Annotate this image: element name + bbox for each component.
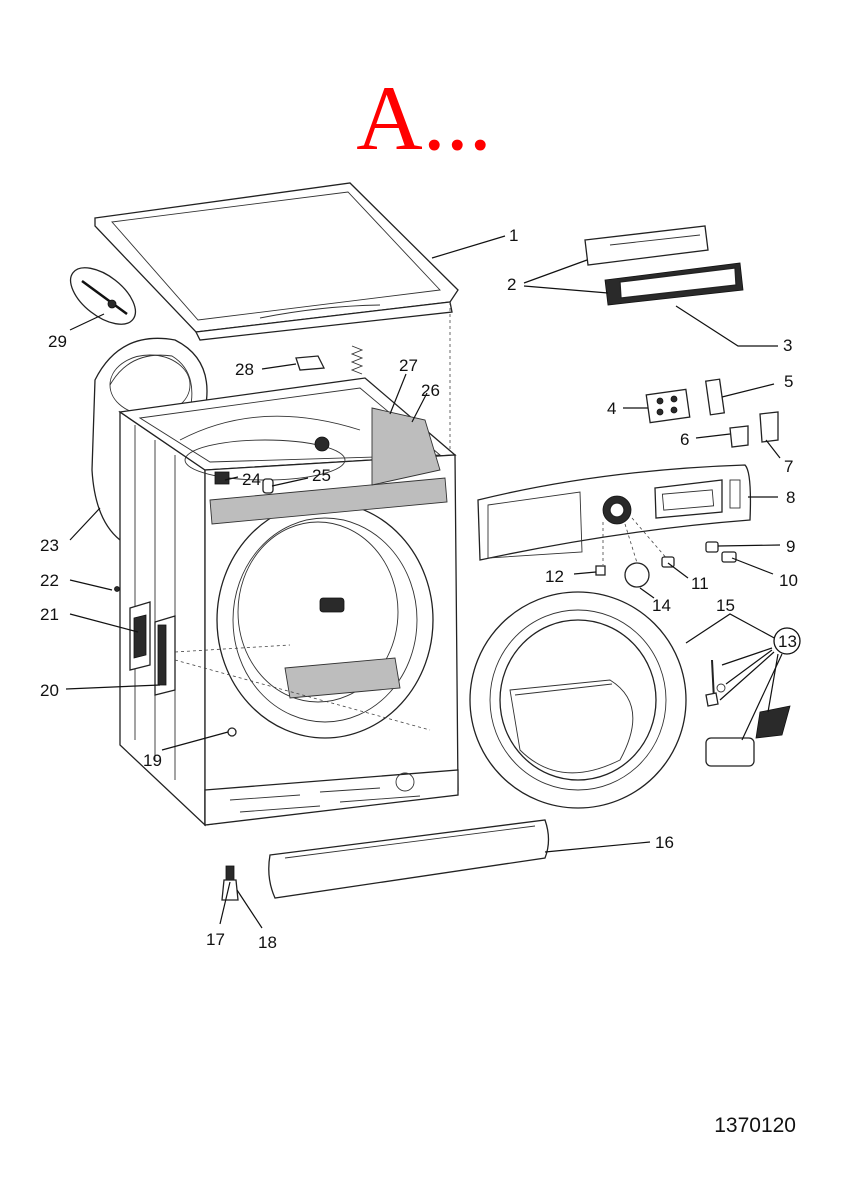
callout-28: 28 (235, 360, 254, 379)
shock-absorber-part (69, 267, 137, 325)
callout-7: 7 (784, 457, 793, 476)
callout-25: 25 (312, 466, 331, 485)
callout-13-circle (773, 627, 801, 655)
callout-17: 17 (206, 930, 225, 949)
callout-13: 13 (778, 632, 797, 651)
button-block-5-part (704, 378, 726, 416)
callout-14: 14 (652, 596, 671, 615)
adjustable-foot-part (221, 865, 239, 901)
clip-6-part (729, 425, 749, 448)
callout-labels: 1 2 3 4 5 6 7 8 9 10 11 12 13 14 15 16 1… (40, 226, 798, 952)
callout-4: 4 (607, 399, 616, 418)
callout-24: 24 (242, 470, 261, 489)
callout-21: 21 (40, 605, 59, 624)
callout-1: 1 (509, 226, 518, 245)
button-11-part (661, 556, 675, 568)
callout-16: 16 (655, 833, 674, 852)
document-number: 1370120 (714, 1114, 796, 1137)
screw-19-part (227, 727, 237, 737)
button-10-part (721, 551, 737, 563)
callout-8: 8 (786, 488, 795, 507)
spring-part (350, 345, 364, 375)
callout-5: 5 (784, 372, 793, 391)
door-handle-kit-part (705, 659, 791, 767)
callout-20: 20 (40, 681, 59, 700)
bracket-28-part (295, 355, 326, 371)
callout-23: 23 (40, 536, 59, 555)
callout-22: 22 (40, 571, 59, 590)
callout-29: 29 (48, 332, 67, 351)
diagram-title: A... (356, 67, 492, 169)
cabinet-body (118, 377, 459, 827)
button-9-part (705, 541, 719, 553)
clip-7-part (759, 411, 779, 443)
callout-6: 6 (680, 430, 689, 449)
top-lid-part (94, 182, 459, 341)
door-assembly-part (469, 591, 687, 809)
callout-12: 12 (545, 567, 564, 586)
leader-lines (65, 235, 783, 929)
callout-27: 27 (399, 356, 418, 375)
callout-26: 26 (421, 381, 440, 400)
control-fascia-part (477, 464, 752, 561)
plinth-part (268, 819, 550, 899)
callout-11: 11 (691, 574, 709, 593)
control-board-part (584, 225, 744, 306)
callout-9: 9 (786, 537, 795, 556)
callout-10: 10 (779, 571, 798, 590)
screw-22-part (114, 586, 120, 592)
callout-3: 3 (783, 336, 792, 355)
door-hinge-part (129, 601, 176, 696)
button-block-4-part (645, 388, 691, 424)
callout-19: 19 (143, 751, 162, 770)
led-12-part (595, 565, 606, 576)
knob-14-part (624, 562, 650, 588)
callout-15: 15 (716, 596, 735, 615)
callout-2: 2 (507, 275, 516, 294)
callout-18: 18 (258, 933, 277, 952)
